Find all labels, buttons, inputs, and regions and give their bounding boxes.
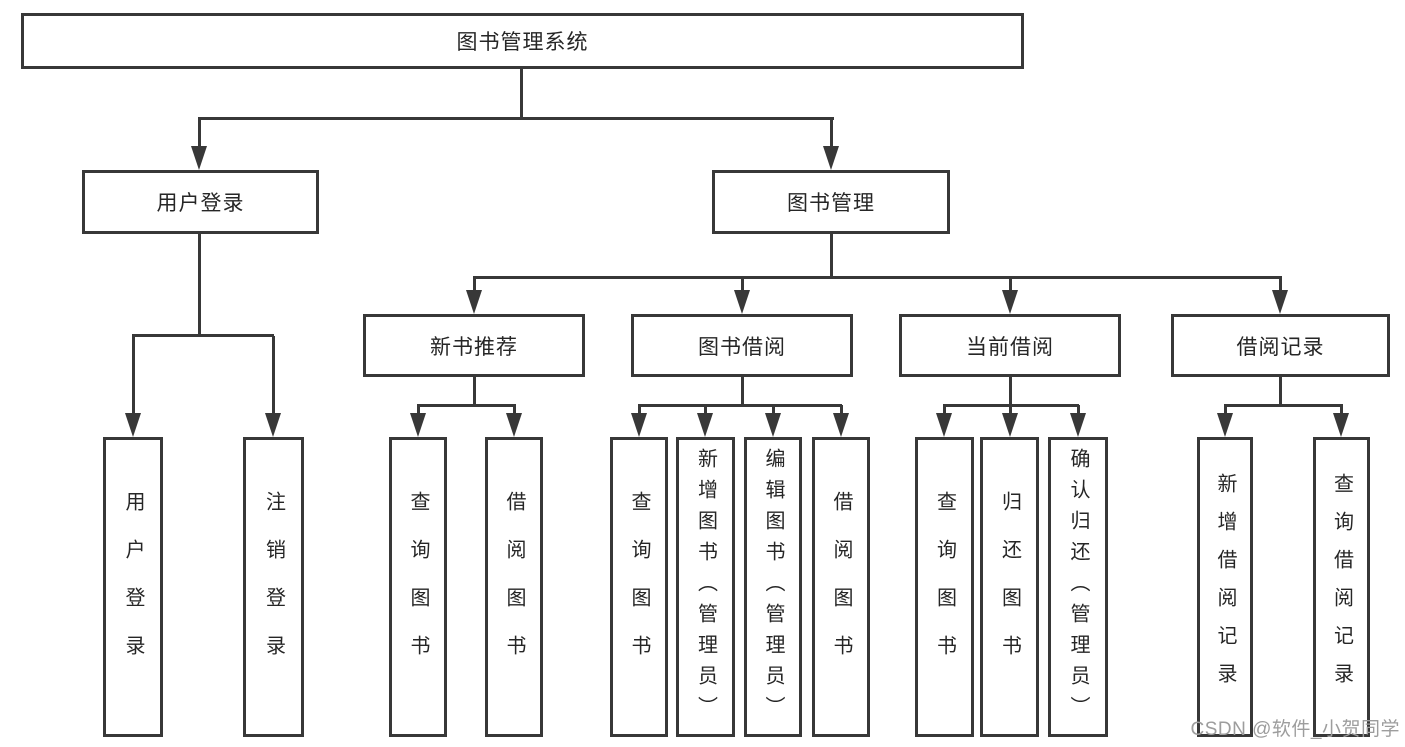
node-root-label: 图书管理系统 — [456, 31, 589, 54]
leaf-record-add: 新增借阅记录 — [1197, 437, 1253, 737]
leaf-current-confirm-label: 确认归还（管理员） — [1067, 447, 1089, 727]
connector-new-book-stem — [473, 377, 476, 406]
node-book-borrow-label: 图书借阅 — [698, 335, 786, 359]
arrowhead-br-query — [1333, 413, 1349, 437]
arrowhead-borrow-record — [1272, 290, 1288, 314]
arrowhead-cb-query — [936, 413, 952, 437]
leaf-current-query: 查询图书 — [915, 437, 974, 737]
leaf-borrow-query: 查询图书 — [610, 437, 668, 737]
arrowhead-cb-return — [1002, 413, 1018, 437]
node-current-borrow: 当前借阅 — [899, 314, 1121, 377]
arrowhead-book-borrow — [734, 290, 750, 314]
watermark-text: CSDN @软件_小贺同学 — [1190, 719, 1400, 740]
connector-stem-book-mgmt — [830, 118, 833, 150]
connector-stem-br-query — [1340, 405, 1343, 416]
leaf-borrow-borrow: 借阅图书 — [812, 437, 870, 737]
arrowhead-user-login — [191, 146, 207, 170]
arrowhead-new-book — [466, 290, 482, 314]
arrowhead-cb-confirm — [1070, 413, 1086, 437]
node-book-mgmt: 图书管理 — [712, 170, 950, 234]
arrowhead-book-mgmt — [823, 146, 839, 170]
connector-root-stem — [520, 69, 523, 118]
arrowhead-nb-borrow — [506, 413, 522, 437]
leaf-record-query: 查询借阅记录 — [1313, 437, 1370, 737]
connector-stem-new-book — [473, 278, 476, 293]
leaf-record-add-label: 新增借阅记录 — [1214, 473, 1236, 701]
connector-stem-bb-add — [704, 405, 707, 416]
connector-new-book-bus — [417, 404, 516, 407]
connector-stem-user-login — [198, 118, 201, 150]
node-borrow-record: 借阅记录 — [1171, 314, 1390, 377]
connector-user-login-bus — [132, 334, 274, 337]
leaf-newbook-query-label: 查询图书 — [407, 491, 429, 683]
connector-stem-current-borrow — [1009, 278, 1012, 293]
node-root: 图书管理系统 — [21, 13, 1024, 69]
leaf-borrow-query-label: 查询图书 — [628, 491, 650, 683]
leaf-borrow-borrow-label: 借阅图书 — [830, 491, 852, 683]
connector-stem-cb-query — [943, 405, 946, 416]
connector-book-borrow-stem — [741, 377, 744, 406]
node-current-borrow-label: 当前借阅 — [966, 335, 1054, 359]
connector-stem-br-add — [1224, 405, 1227, 416]
arrowhead-leaf-login — [125, 413, 141, 437]
leaf-borrow-edit: 编辑图书（管理员） — [744, 437, 802, 737]
connector-user-login-stem — [198, 233, 201, 336]
connector-stem-bb-borrow — [840, 405, 843, 416]
node-book-borrow: 图书借阅 — [631, 314, 853, 377]
leaf-borrow-add: 新增图书（管理员） — [676, 437, 735, 737]
connector-stem-book-borrow — [741, 278, 744, 293]
connector-stem-borrow-record — [1279, 278, 1282, 293]
arrowhead-bb-borrow — [833, 413, 849, 437]
connector-stem-nb-borrow — [513, 405, 516, 416]
connector-stem-leaf-login — [132, 336, 135, 416]
leaf-newbook-borrow: 借阅图书 — [485, 437, 543, 737]
connector-stem-cb-confirm — [1077, 405, 1080, 416]
connector-level2-bus — [198, 117, 834, 120]
connector-book-mgmt-stem — [830, 234, 833, 278]
arrowhead-nb-query — [410, 413, 426, 437]
connector-stem-leaf-logout — [272, 336, 275, 416]
leaf-current-return-label: 归还图书 — [998, 491, 1021, 683]
leaf-newbook-borrow-label: 借阅图书 — [503, 491, 525, 683]
arrowhead-bb-query — [631, 413, 647, 437]
node-borrow-record-label: 借阅记录 — [1236, 335, 1325, 359]
leaf-borrow-add-label: 新增图书（管理员） — [694, 447, 717, 727]
node-user-login-label: 用户登录 — [156, 192, 245, 215]
leaf-borrow-edit-label: 编辑图书（管理员） — [762, 447, 784, 727]
connector-borrow-record-stem — [1279, 377, 1282, 406]
leaf-logout: 注销登录 — [243, 437, 304, 737]
leaf-user-login: 用户登录 — [103, 437, 163, 737]
node-new-book: 新书推荐 — [363, 314, 585, 377]
leaf-current-return: 归还图书 — [980, 437, 1039, 737]
connector-book-borrow-bus — [638, 404, 842, 407]
connector-borrow-record-bus — [1224, 404, 1343, 407]
connector-level3-bus — [473, 276, 1282, 279]
leaf-logout-label: 注销登录 — [262, 491, 285, 683]
arrowhead-bb-add — [697, 413, 713, 437]
node-book-mgmt-label: 图书管理 — [787, 192, 875, 215]
connector-stem-cb-return — [1009, 405, 1012, 416]
leaf-record-query-label: 查询借阅记录 — [1330, 473, 1353, 701]
connector-stem-nb-query — [417, 405, 420, 416]
arrowhead-br-add — [1217, 413, 1233, 437]
arrowhead-bb-edit — [765, 413, 781, 437]
leaf-current-query-label: 查询图书 — [933, 491, 956, 683]
connector-stem-bb-query — [638, 405, 641, 416]
leaf-user-login-label: 用户登录 — [122, 491, 144, 683]
leaf-newbook-query: 查询图书 — [389, 437, 447, 737]
leaf-current-confirm: 确认归还（管理员） — [1048, 437, 1108, 737]
connector-current-borrow-stem — [1009, 377, 1012, 406]
arrowhead-leaf-logout — [265, 413, 281, 437]
node-user-login: 用户登录 — [82, 170, 319, 234]
arrowhead-current-borrow — [1002, 290, 1018, 314]
connector-stem-bb-edit — [772, 405, 775, 416]
node-new-book-label: 新书推荐 — [430, 335, 518, 359]
